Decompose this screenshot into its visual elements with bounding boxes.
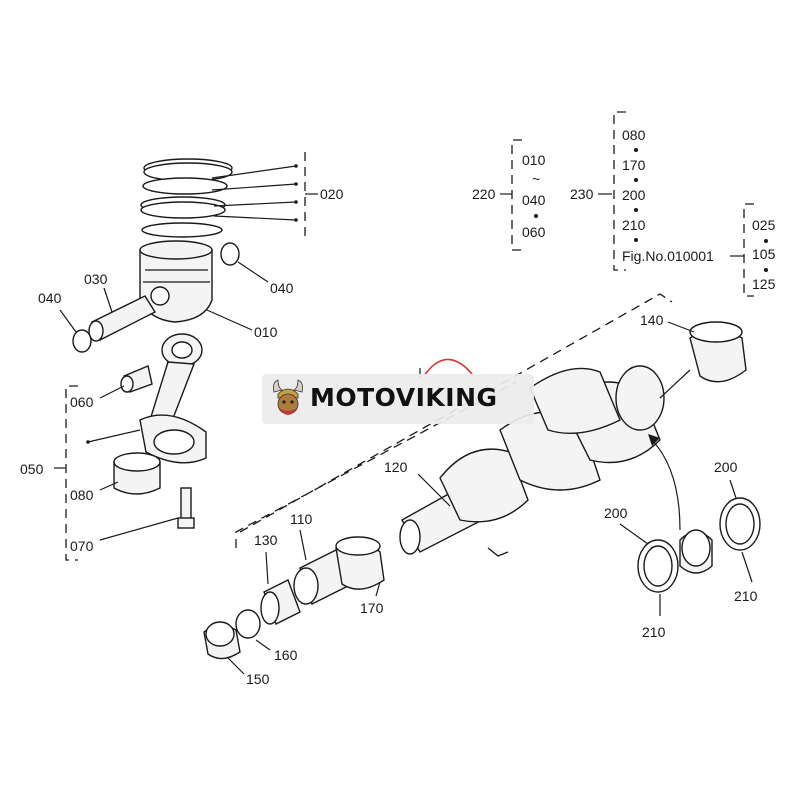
label-060: 060 bbox=[70, 394, 94, 410]
fig-ref-item-025: 025 bbox=[752, 217, 776, 233]
crank-pin-bearing bbox=[113, 452, 161, 495]
kit-230-group: 230 080 170 200 210 Fig.No.010001 bbox=[570, 111, 744, 271]
collar-150 bbox=[203, 621, 241, 660]
small-end-bushing bbox=[120, 365, 153, 393]
thrust-washer-right bbox=[719, 497, 761, 551]
label-210-left: 210 bbox=[642, 624, 666, 640]
kit-230-fig-ref: Fig.No.010001 bbox=[622, 248, 714, 264]
label-230: 230 bbox=[570, 186, 594, 202]
label-020: 020 bbox=[320, 186, 344, 202]
piston-rings bbox=[140, 158, 233, 238]
label-200-right: 200 bbox=[714, 459, 738, 475]
brand-watermark: MOTOVIKING bbox=[262, 374, 534, 424]
main-bearing-case bbox=[689, 321, 747, 383]
brand-name: MOTOVIKING bbox=[310, 383, 498, 412]
connecting-rod bbox=[139, 333, 207, 464]
thrust-washer-left bbox=[637, 539, 679, 593]
label-110: 110 bbox=[290, 511, 313, 527]
label-140: 140 bbox=[640, 312, 664, 328]
label-210-right: 210 bbox=[734, 588, 758, 604]
label-040-left: 040 bbox=[38, 290, 62, 306]
piston-pin bbox=[88, 295, 156, 342]
label-170: 170 bbox=[360, 600, 384, 616]
label-120: 120 bbox=[384, 459, 408, 475]
label-150: 150 bbox=[246, 671, 270, 687]
kit-220-item-040: 040 bbox=[522, 192, 546, 208]
label-200-left: 200 bbox=[604, 505, 628, 521]
snap-ring-left bbox=[72, 329, 92, 353]
fig-ref-item-105: 105 bbox=[752, 246, 776, 262]
o-ring-160 bbox=[235, 609, 261, 639]
kit-220-range-sign: ~ bbox=[532, 171, 540, 187]
label-050: 050 bbox=[20, 461, 44, 477]
label-040-right: 040 bbox=[270, 280, 294, 296]
viking-mascot-icon bbox=[273, 379, 303, 415]
label-160: 160 bbox=[274, 647, 298, 663]
crankshaft bbox=[399, 365, 691, 557]
label-130: 130 bbox=[254, 532, 278, 548]
label-030: 030 bbox=[84, 271, 108, 287]
kit-230-item-080: 080 bbox=[622, 127, 646, 143]
bushing-130 bbox=[260, 579, 301, 625]
piston bbox=[139, 240, 213, 323]
crank-gear bbox=[293, 547, 353, 605]
label-010: 010 bbox=[254, 324, 278, 340]
rod-bolt bbox=[177, 487, 195, 529]
label-080: 080 bbox=[70, 487, 94, 503]
thrust-bearing-center bbox=[679, 529, 713, 574]
fig-ref-item-125: 125 bbox=[752, 276, 776, 292]
kit-220-item-010: 010 bbox=[522, 152, 546, 168]
fig-ref-group: 025 105 125 bbox=[743, 203, 776, 297]
kit-230-item-170: 170 bbox=[622, 157, 646, 173]
kit-230-item-200: 200 bbox=[622, 187, 646, 203]
kit-220-group: 220 010 ~ 040 060 bbox=[472, 139, 546, 251]
bearing-170 bbox=[335, 536, 385, 590]
kit-230-item-210: 210 bbox=[622, 217, 646, 233]
snap-ring-right bbox=[220, 242, 240, 266]
kit-220-item-060: 060 bbox=[522, 224, 546, 240]
label-070: 070 bbox=[70, 538, 94, 554]
label-220: 220 bbox=[472, 186, 496, 202]
